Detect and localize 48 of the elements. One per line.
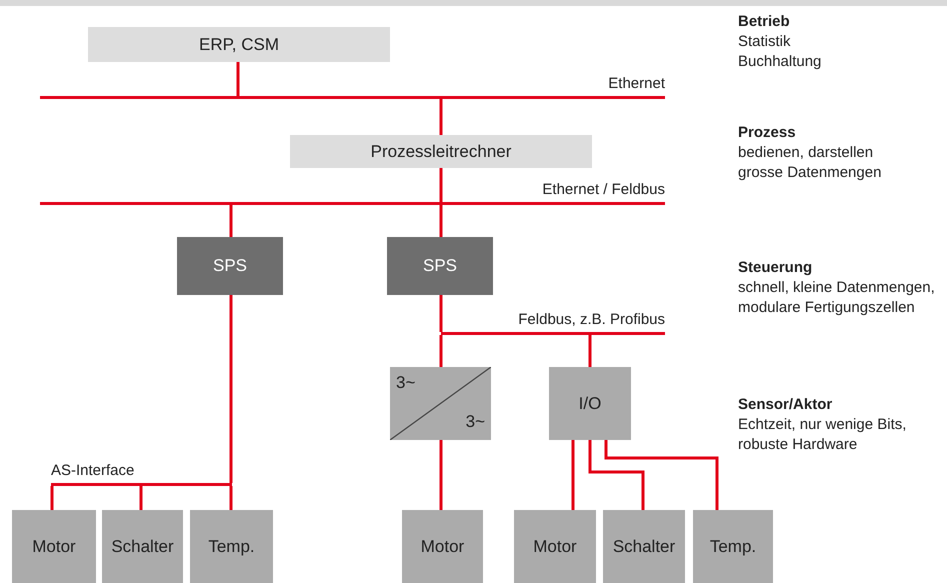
bus-line [40, 96, 665, 99]
connector-line [230, 295, 232, 483]
connector-line [236, 62, 240, 96]
connector-line [230, 205, 232, 237]
plc-box: SPS [177, 237, 283, 295]
connector-line [230, 486, 232, 510]
device-box: Schalter [102, 510, 183, 583]
system-box: Prozessleitrechner [290, 135, 592, 168]
connector-line [440, 99, 442, 135]
connector-line [588, 335, 592, 367]
system-box: ERP, CSM [88, 27, 390, 62]
connector-line [440, 440, 442, 510]
device-box: Temp. [693, 510, 773, 583]
connector-line [440, 335, 442, 367]
level-description: Statistik [738, 32, 792, 52]
connector-line [140, 486, 142, 510]
phase-label: 3~ [396, 373, 416, 393]
device-box: Temp. [190, 510, 273, 583]
connector-line [440, 168, 442, 202]
connector-line [440, 295, 442, 332]
level-description: bedienen, darstellen [738, 143, 874, 163]
level-heading: Prozess [738, 123, 797, 143]
bus-label: Ethernet / Feldbus [542, 181, 665, 198]
level-description: Buchhaltung [738, 52, 822, 72]
bus-label: Feldbus, z.B. Profibus [518, 311, 665, 328]
connector-line [604, 440, 718, 510]
level-heading: Betrieb [738, 12, 791, 32]
plc-box: SPS [387, 237, 493, 295]
device-box: Motor [514, 510, 596, 583]
level-description: schnell, kleine Datenmengen, modulare Fertigungszellen [738, 278, 936, 318]
connector-line [572, 440, 574, 510]
phase-label: 3~ [466, 412, 485, 432]
connector-line [50, 486, 54, 510]
device-box: I/O [549, 367, 631, 440]
connector-line [588, 440, 644, 510]
level-heading: Steuerung [738, 258, 814, 278]
bus-label: AS-Interface [51, 462, 134, 479]
device-box: Schalter [603, 510, 685, 583]
bus-label: Ethernet [608, 75, 665, 92]
bus-line [441, 332, 665, 335]
bus-line [40, 202, 665, 205]
level-description: grosse Datenmengen [738, 163, 882, 183]
connector-line [440, 205, 442, 237]
bus-line [51, 483, 232, 486]
device-box: Motor [12, 510, 96, 583]
device-box: Motor [402, 510, 483, 583]
level-heading: Sensor/Aktor [738, 395, 834, 415]
level-description: Echtzeit, nur wenige Bits, robuste Hardware [738, 415, 908, 455]
